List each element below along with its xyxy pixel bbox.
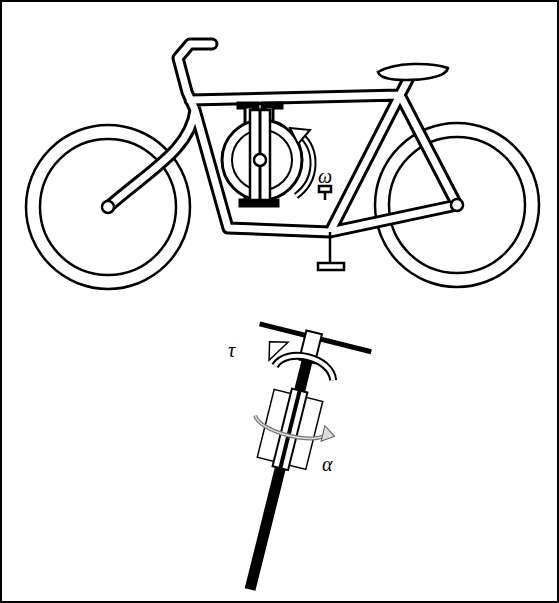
angular-velocity-label: ω (318, 166, 332, 186)
angular-acceleration-label: α (322, 454, 333, 474)
torque-label: τ (228, 340, 235, 360)
